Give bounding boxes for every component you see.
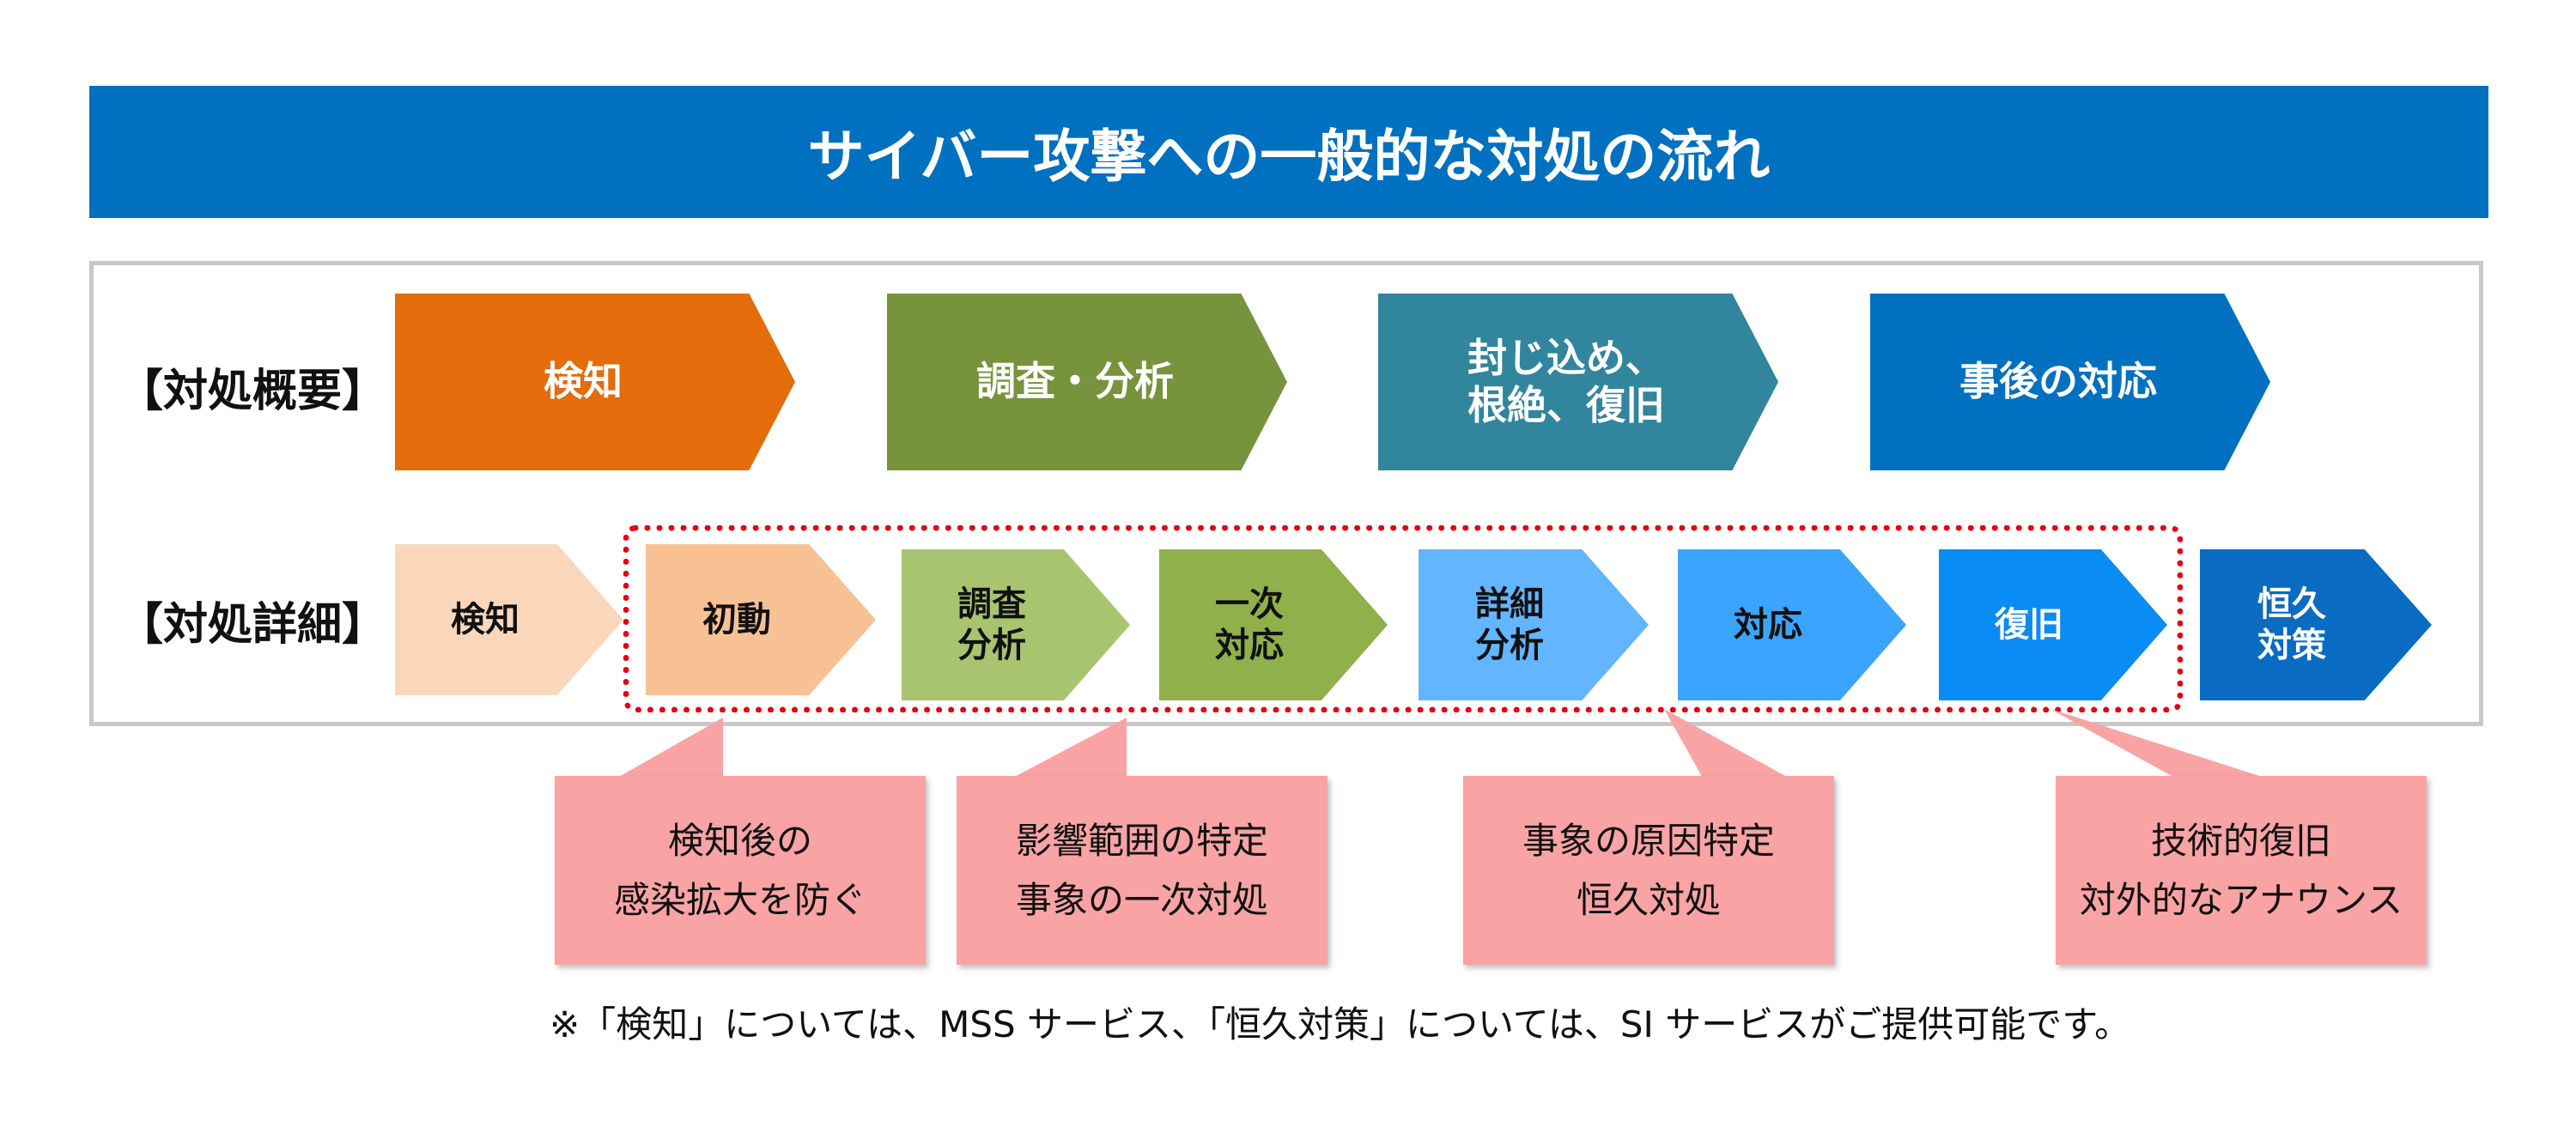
row-label-detail: 【対処詳細】 bbox=[118, 598, 387, 651]
row-label-overview: 【対処概要】 bbox=[118, 365, 387, 417]
detail-step-label: 復旧 bbox=[1995, 605, 2063, 645]
detail-step-label: 詳細 分析 bbox=[1475, 585, 1544, 665]
callout-tail-3 bbox=[1664, 709, 1795, 781]
overview-step-label: 検知 bbox=[544, 358, 623, 405]
callout-tail-2 bbox=[1006, 718, 1127, 781]
detail-step-label: 初動 bbox=[702, 600, 771, 639]
callout-box: 影響範囲の特定 事象の一次対処 bbox=[957, 776, 1327, 965]
detail-step-label: 一次 対応 bbox=[1215, 585, 1284, 665]
overview-step-contain: 封じ込め、 根絶、復旧 bbox=[1378, 294, 1778, 470]
overview-step-label: 事後の対応 bbox=[1959, 358, 2157, 405]
callout-tail-4 bbox=[2050, 709, 2275, 781]
callout-box: 検知後の 感染拡大を防ぐ bbox=[555, 776, 926, 965]
detail-step-label: 対応 bbox=[1734, 605, 1802, 645]
footnote: ※「検知」については、MSS サービス、「恒久対策」については、SI サービスが… bbox=[550, 1003, 2131, 1045]
overview-step-investigate: 調査・分析 bbox=[887, 294, 1287, 470]
callout-box: 事象の原因特定 恒久対処 bbox=[1463, 776, 1834, 965]
flow-frame bbox=[89, 261, 2483, 726]
highlight-box bbox=[623, 525, 2183, 712]
overview-step-label: 封じ込め、 根絶、復旧 bbox=[1467, 334, 1665, 428]
callout-tail-1 bbox=[611, 718, 723, 781]
overview-step-post-incident: 事後の対応 bbox=[1870, 294, 2270, 470]
detail-step-label: 検知 bbox=[451, 600, 519, 639]
overview-step-detect: 検知 bbox=[395, 294, 795, 470]
detail-step-label: 恒久 対策 bbox=[2257, 585, 2326, 665]
callout-box: 技術的復旧 対外的なアナウンス bbox=[2056, 776, 2427, 965]
detail-step-label: 調査 分析 bbox=[957, 585, 1026, 665]
overview-step-label: 調査・分析 bbox=[976, 358, 1174, 405]
page-title: サイバー攻撃への一般的な対処の流れ bbox=[89, 86, 2488, 218]
